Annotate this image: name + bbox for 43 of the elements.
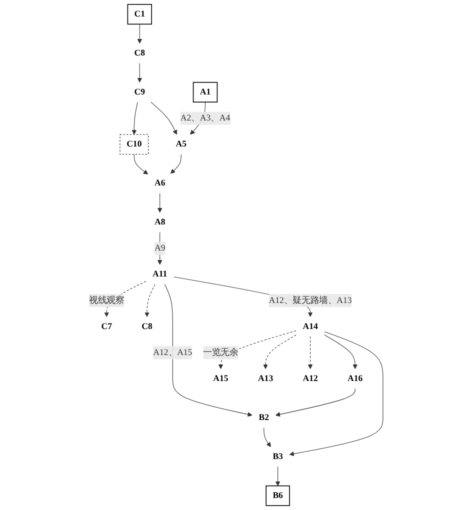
node-text: A6 [154,178,166,188]
arrow [308,336,313,370]
arrow [289,331,384,456]
edge-label: A12、疑无路墙、A13 [268,296,352,305]
edge-label: A12、A15 [153,348,192,358]
arrow [275,466,280,486]
node-text: A13 [258,374,274,384]
arrow [144,284,156,317]
arrow [157,232,162,265]
edge-label: 视线观察 [89,296,124,305]
arrow [264,427,271,448]
arrow [137,62,142,83]
node-text: C8 [142,322,152,332]
node-text: A11 [152,270,168,279]
node-text: C9 [134,87,146,97]
arrow [150,102,178,135]
arrow [170,154,182,174]
arrow [218,330,296,370]
node-text: A14 [302,322,318,332]
node-text: C8 [134,48,146,58]
arrow [137,24,142,44]
node-text: A8 [154,217,166,227]
node-text: A15 [213,374,228,384]
arrow [324,334,358,370]
arrow [157,192,162,213]
node-text: C7 [101,322,112,332]
edge-label: A2、A3、A4 [180,113,230,123]
node-text: A16 [348,374,363,384]
edge-label: 一览无余 [203,348,238,358]
node-text: A12 [302,374,318,384]
arrow [134,154,148,174]
arrow [164,284,252,417]
arrow [263,334,296,370]
node-box: A1 [192,82,218,103]
node-box: C10 [120,134,149,155]
node-text: B3 [272,452,283,462]
node-text: A5 [176,139,186,149]
arrow [275,388,356,417]
edge-label: A9 [154,243,166,253]
node-box: B6 [266,485,290,506]
arrow [132,102,138,135]
node-box: C1 [127,4,152,25]
node-text: B2 [258,412,270,422]
